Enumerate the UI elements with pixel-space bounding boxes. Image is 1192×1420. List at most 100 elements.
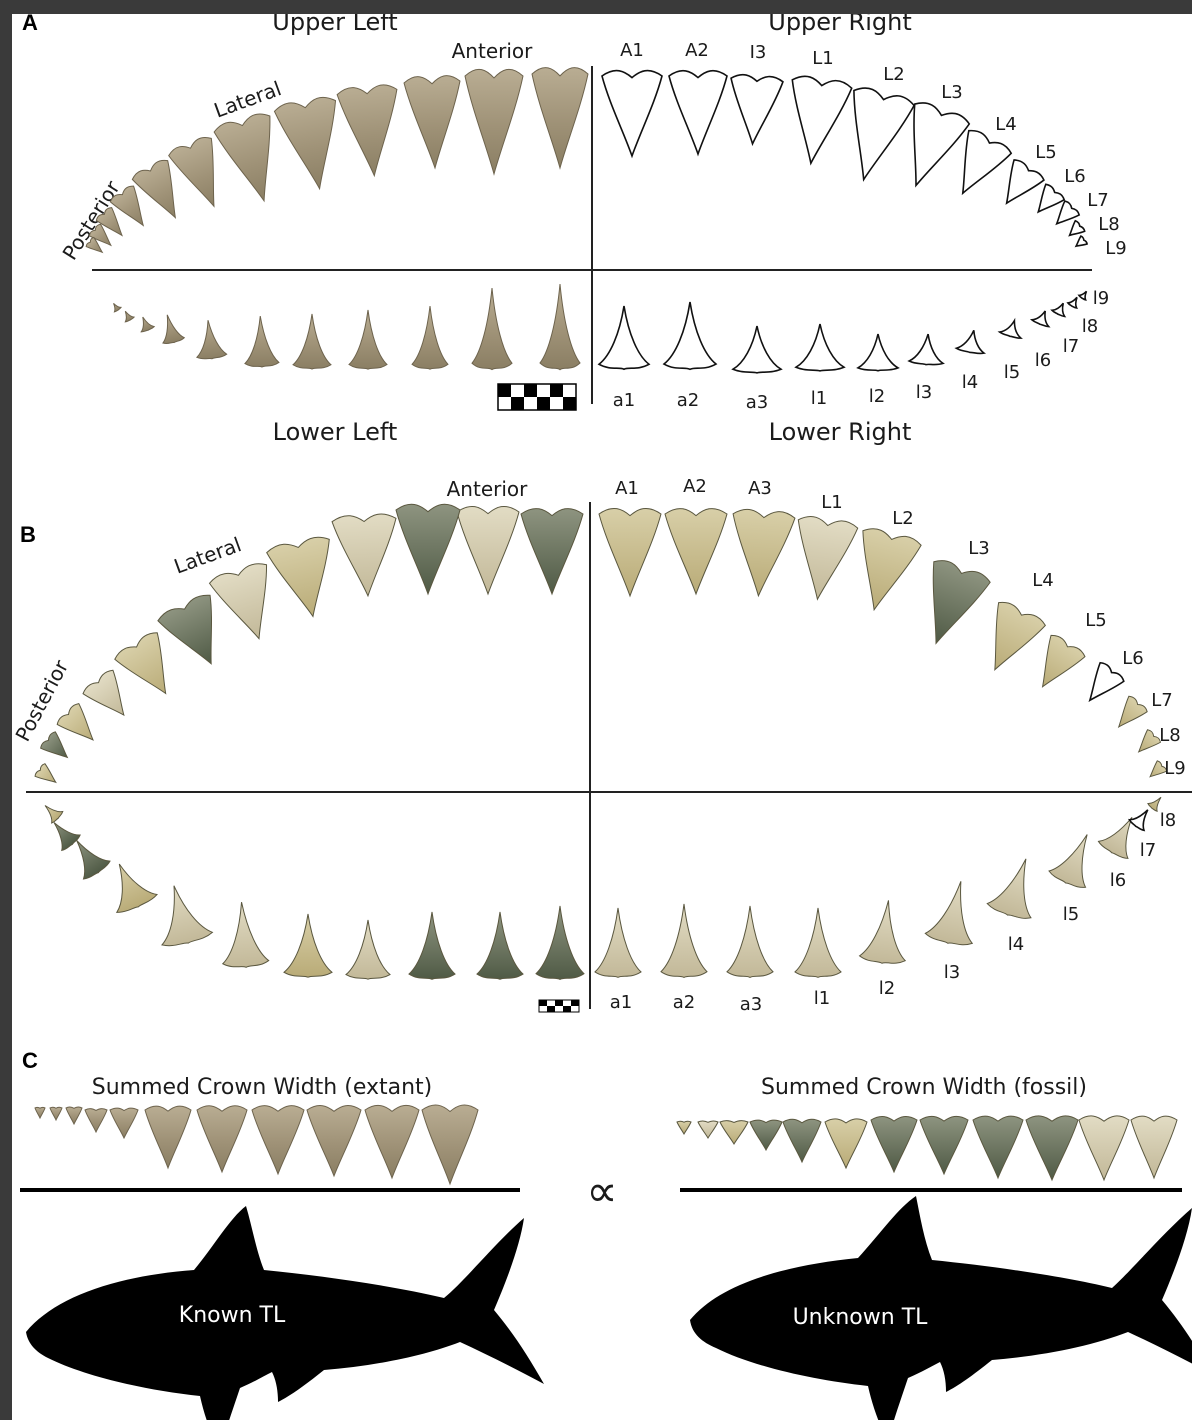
scale-bar-a: [497, 383, 577, 411]
pos-label-l6: l6: [1035, 350, 1051, 371]
pos-label-b-l2: l2: [879, 978, 895, 999]
fossil-lower-right-tooth: [986, 858, 1032, 919]
upper-right-tooth-outline: [961, 129, 1013, 196]
panel-b-letter: B: [20, 522, 36, 547]
pos-label-b-L8: L8: [1159, 725, 1180, 746]
fossil-upper-left-tooth: [157, 594, 212, 665]
extant-summed-tooth: [364, 1104, 420, 1180]
pos-label-L8: L8: [1098, 214, 1119, 235]
panel-a-letter: A: [22, 14, 38, 35]
upper-right-tooth-outline: [601, 69, 663, 159]
lower-right-tooth-outline: [856, 333, 900, 372]
fossil-upper-right-tooth: [1041, 634, 1086, 688]
upper-right-tooth-outline: [853, 87, 916, 182]
fossil-lower-right-tooth: [726, 905, 774, 978]
fossil-upper-right-tooth: [732, 508, 796, 598]
fossil-upper-left-tooth: [34, 763, 57, 784]
label-posterior-b: Posterior: [12, 655, 74, 745]
pos-label-b-A1: A1: [615, 478, 639, 499]
extant-summed-tooth: [84, 1108, 108, 1134]
label-lateral-b: Lateral: [171, 532, 245, 578]
pos-label-l5: l5: [1004, 362, 1020, 383]
fossil-summed-tooth: [919, 1115, 969, 1176]
lower-right-tooth-outline: [731, 325, 783, 374]
upper-right-tooth-outline: [668, 69, 728, 157]
pos-label-b-l3: l3: [944, 962, 960, 983]
fossil-upper-right-tooth: [797, 516, 859, 601]
fossil-summed-tooth: [782, 1118, 822, 1164]
extant-upper-left-tooth: [531, 67, 589, 170]
extant-summed-tooth: [65, 1106, 83, 1126]
pos-label-b-l4: l4: [1008, 934, 1024, 955]
extant-upper-left-tooth: [403, 75, 461, 170]
pos-label-A1: A1: [620, 40, 644, 61]
header-lower-right: Lower Right: [769, 418, 912, 446]
extant-summed-tooth: [251, 1105, 305, 1176]
pos-label-L2: L2: [883, 64, 904, 85]
fossil-summed-tooth: [697, 1120, 719, 1139]
pos-label-I3: I3: [750, 42, 767, 63]
upper-right-tooth-outline: [1055, 200, 1081, 226]
fossil-lower-left-tooth: [160, 885, 214, 947]
fossil-upper-left-tooth: [56, 703, 94, 741]
upper-right-tooth-outline: [730, 73, 784, 147]
fossil-summed-tooth: [824, 1118, 868, 1170]
lower-right-tooth-outline: [597, 305, 651, 371]
pos-label-b-L1: L1: [821, 492, 842, 513]
upper-right-tooth-outline: [913, 102, 971, 188]
title-fossil: Summed Crown Width (fossil): [761, 1075, 1087, 1100]
fossil-upper-right-tooth: [1117, 695, 1148, 729]
pos-label-b-l6: l6: [1110, 870, 1126, 891]
proportional-symbol: ∝: [586, 1166, 617, 1217]
pos-label-l4: l4: [962, 372, 978, 393]
fossil-summed-tooth: [749, 1119, 783, 1152]
extant-summed-tooth: [34, 1106, 46, 1120]
fossil-upper-left-tooth: [520, 508, 584, 596]
upper-right-tooth-outline: [1068, 219, 1086, 237]
pos-label-L4: L4: [995, 114, 1016, 135]
fossil-upper-right-tooth: [862, 528, 922, 612]
fossil-upper-left-tooth: [331, 513, 397, 598]
lower-right-tooth-outline: [907, 333, 945, 366]
pos-label-a2: a2: [677, 390, 699, 411]
pos-label-l1: l1: [811, 388, 827, 409]
fossil-summed-tooth: [1078, 1115, 1130, 1182]
extant-upper-left-tooth: [109, 185, 145, 227]
pos-label-L1: L1: [812, 48, 833, 69]
fossil-summed-tooth: [1025, 1115, 1079, 1182]
extant-lower-left-tooth: [471, 287, 513, 371]
extant-upper-left-tooth: [336, 84, 398, 178]
extant-upper-left-tooth: [273, 96, 337, 191]
fossil-upper-left-tooth: [114, 632, 167, 695]
fossil-lower-right-teeth: [594, 796, 1162, 979]
extant-lower-left-tooth: [113, 303, 122, 313]
pos-label-b-l8: l8: [1160, 810, 1176, 831]
pos-label-l3: l3: [916, 382, 932, 403]
lower-right-tooth-outline: [1029, 310, 1051, 328]
pos-label-b-L4: L4: [1032, 570, 1053, 591]
title-extant: Summed Crown Width (extant): [92, 1075, 433, 1100]
fossil-lower-right-tooth: [858, 900, 907, 964]
pos-label-l9: l9: [1093, 288, 1109, 309]
extant-summed-tooth: [49, 1106, 63, 1122]
fossil-lower-right-tooth: [924, 881, 974, 946]
header-upper-left: Upper Left: [272, 14, 397, 36]
fossil-summed-tooth: [676, 1120, 692, 1136]
panel-c: Summed Crown Width (extant) Summed Crown…: [20, 1075, 1192, 1420]
known-tl-label: Known TL: [179, 1303, 286, 1328]
fossil-upper-right-tooth: [598, 507, 662, 598]
extant-lower-left-tooth: [348, 309, 388, 370]
label-anterior-b: Anterior: [447, 477, 529, 501]
fossil-lower-left-tooth: [44, 805, 64, 824]
extant-upper-left-tooth: [131, 159, 177, 220]
pos-label-b-L9: L9: [1164, 758, 1185, 779]
extant-upper-left-tooth: [88, 223, 112, 247]
lower-right-tooth-outline: [662, 301, 718, 371]
fossil-upper-left-tooth: [395, 503, 461, 596]
pos-label-a3: a3: [746, 392, 768, 413]
fossil-upper-left-teeth: [34, 503, 584, 784]
unknown-tl-label: Unknown TL: [793, 1305, 929, 1330]
fossil-lower-left-tooth: [476, 911, 524, 980]
lower-right-tooth-outline: [794, 323, 846, 372]
panel-a: Upper Left Upper Right Anterior Lateral …: [57, 14, 1126, 446]
